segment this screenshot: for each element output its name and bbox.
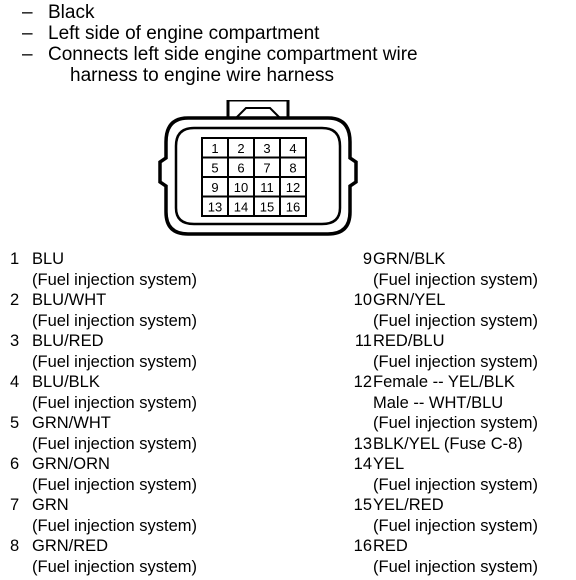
wire-color: GRN/WHT [32,414,111,432]
pin-number: 10 [353,291,372,309]
pin-cell-number: 10 [234,180,248,195]
pin-number: 8 [10,537,20,555]
pin-cell-number: 3 [263,141,270,156]
pin-cell-number: 14 [234,199,248,214]
pin-number: 9 [362,250,372,268]
pin-detail: (Fuel injection system) [373,475,539,494]
wire-color: GRN/RED [32,537,109,555]
pin-cell-number: 7 [263,160,270,175]
connector-housing-inner [174,126,342,226]
pin-number: 4 [10,373,20,391]
pin-detail: (Fuel injection system) [32,352,198,371]
wire-color: Female -- YEL/BLK [373,373,515,391]
pin-cell-number: 1 [211,141,218,156]
wire-color: RED [373,537,408,555]
wire-color: BLU/RED [32,332,104,350]
pin-cell-number: 16 [286,199,300,214]
pin-number: 13 [353,434,372,453]
pin-number: 15 [353,496,372,514]
pin-detail: (Fuel injection system) [373,516,539,535]
pin-number: 11 [354,332,372,350]
pin-detail: (Fuel injection system) [32,393,198,412]
pin-cell-number: 6 [237,160,244,175]
wire-color: BLU [32,250,65,268]
connector-housing-outer [158,116,358,236]
pin-entry: 3 BLU/RED (Fuel injection system) [10,331,197,372]
wire-color: BLK/YEL (Fuse C-8) [373,434,523,453]
pin-detail: (Fuel injection system) [32,270,198,289]
pin-number: 7 [10,496,20,514]
header-line-location: –Left side of engine compartment [22,23,320,44]
pin-number: 14 [353,455,372,473]
pin-detail: (Fuel injection system) [32,311,198,330]
header-line-color: –Black [22,2,95,23]
pin-entry: 5 GRN/WHT (Fuel injection system) [10,413,197,454]
pin-cell-number: 9 [211,180,218,195]
pin-detail: (Fuel injection system) [373,311,539,330]
pin-entry: 7 GRN (Fuel injection system) [10,495,197,536]
pin-detail: (Fuel injection system) [373,352,539,371]
pin-number: 16 [353,537,372,555]
pin-entry: 1 BLU (Fuel injection system) [10,249,197,290]
pin-entry: 8 GRN/RED (Fuel injection system) [10,536,197,577]
wire-color: BLU/BLK [32,373,100,391]
pin-detail: (Fuel injection system) [32,557,198,576]
wire-color: GRN/ORN [32,455,110,473]
pin-detail: (Fuel injection system) [32,434,198,453]
pin-detail: (Fuel injection system) [32,516,198,535]
wire-color: GRN/YEL [373,291,446,309]
pin-number: 2 [10,291,20,309]
pin-list-left: 1 BLU (Fuel injection system) 2 BLU/WHT (Fuel… [10,249,197,577]
pin-detail: (Fuel injection system) [373,557,539,576]
pin-detail: (Fuel injection system) [32,475,198,494]
pin-entry: 6 GRN/ORN (Fuel injection system) [10,454,197,495]
pin-cell-number: 2 [237,141,244,156]
pin-cell-number: 11 [260,180,274,195]
header-line-connects: –Connects left side engine compartment w… [22,44,418,65]
header-line-connects-cont: harness to engine wire harness [70,65,335,86]
pin-cell-number: 12 [286,180,300,195]
wire-color: YEL/RED [373,496,444,514]
pin-number: 5 [10,414,20,432]
pin-entry: 2 BLU/WHT (Fuel injection system) [10,290,197,331]
pin-number: 12 [353,373,372,391]
connector-latch [226,100,290,118]
pin-entry: 4 BLU/BLK (Fuel injection system) [10,372,197,413]
pin-number: 1 [10,250,20,268]
pin-cell-number: 8 [289,160,296,175]
pin-detail: (Fuel injection system) [373,414,539,432]
pin-cell [279,195,307,217]
wire-color: GRN/BLK [373,250,446,268]
wire-color: RED/BLU [373,332,445,350]
pin-number: 3 [10,332,20,350]
pin-number: 6 [10,455,20,473]
connector-description: –Black –Left side of engine compartment … [22,2,418,86]
wire-color: YEL [373,455,405,473]
pin-cell-number: 5 [211,160,218,175]
pin-cell-number: 4 [289,141,296,156]
wire-color: BLU/WHT [32,291,107,309]
pin-cell-number: 13 [208,199,222,214]
pin-cell-number: 15 [260,199,274,214]
pin-detail: Male -- WHT/BLU [373,393,504,412]
wire-color: GRN [32,496,69,514]
pin-detail: (Fuel injection system) [373,270,539,289]
